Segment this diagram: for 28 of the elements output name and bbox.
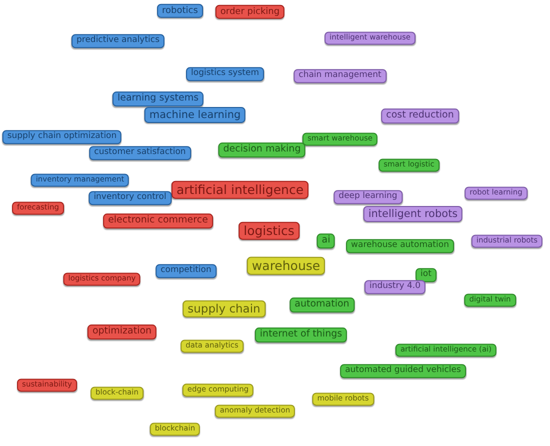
- keyword-label: learning systems: [112, 92, 204, 106]
- keyword-label: inventory control: [88, 191, 172, 205]
- keyword-label: ai: [316, 234, 336, 248]
- keyword-label: supply chain optimization: [2, 130, 122, 144]
- keyword-label: competition: [156, 264, 216, 278]
- keyword-label: order picking: [215, 4, 285, 20]
- keyword-label: electronic commerce: [103, 214, 213, 228]
- keyword-label: optimization: [87, 324, 157, 340]
- keyword-label: logistics system: [186, 67, 264, 81]
- keyword-label: industry 4.0: [364, 280, 426, 294]
- keyword-label: cost reduction: [381, 108, 459, 124]
- keyword-label: decision making: [218, 142, 306, 158]
- keyword-label: intelligent robots: [363, 206, 463, 222]
- keyword-label: internet of things: [254, 328, 348, 342]
- keyword-label: logistics: [238, 222, 300, 240]
- keyword-label: warehouse: [246, 256, 326, 276]
- keyword-label: artificial intelligence: [172, 180, 308, 200]
- keyword-label: robotics: [157, 4, 203, 18]
- keyword-label: chain management: [294, 69, 386, 83]
- keyword-label: automation: [290, 298, 354, 312]
- keyword-label: automated guided vehicles: [340, 364, 466, 378]
- keyword-label: machine learning: [144, 106, 246, 124]
- keyword-label: predictive analytics: [72, 34, 164, 48]
- keyword-label: customer satisfaction: [89, 146, 191, 160]
- keyword-label: supply chain: [182, 300, 266, 318]
- keyword-label: iot: [416, 268, 436, 282]
- keyword-label: deep learning: [334, 190, 402, 204]
- keyword-label: warehouse automation: [346, 239, 454, 253]
